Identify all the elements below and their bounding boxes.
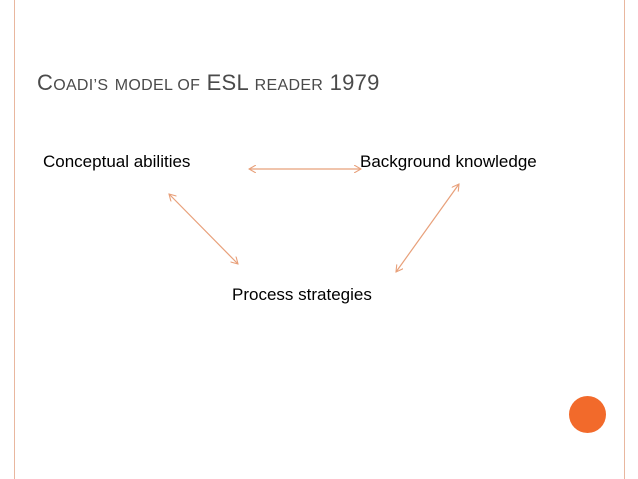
node-process-strategies: Process strategies [232, 285, 372, 304]
title-initial: C [37, 70, 54, 95]
title-reader: READER [254, 77, 324, 94]
slide-frame [14, 0, 625, 479]
accent-circle [569, 396, 606, 433]
node-background-knowledge: Background knowledge [360, 152, 537, 171]
arrow-conceptual-process [169, 194, 238, 264]
title-year: 1979 [329, 70, 380, 95]
slide-title: COADI’S MODEL OF ESL READER 1979 [37, 70, 380, 96]
title-esl: ESL [206, 70, 249, 95]
title-model-of: MODEL OF [114, 77, 201, 94]
arrow-background-process [396, 184, 459, 272]
title-coadis: OADI’S [53, 77, 109, 94]
node-conceptual-abilities: Conceptual abilities [43, 152, 191, 171]
